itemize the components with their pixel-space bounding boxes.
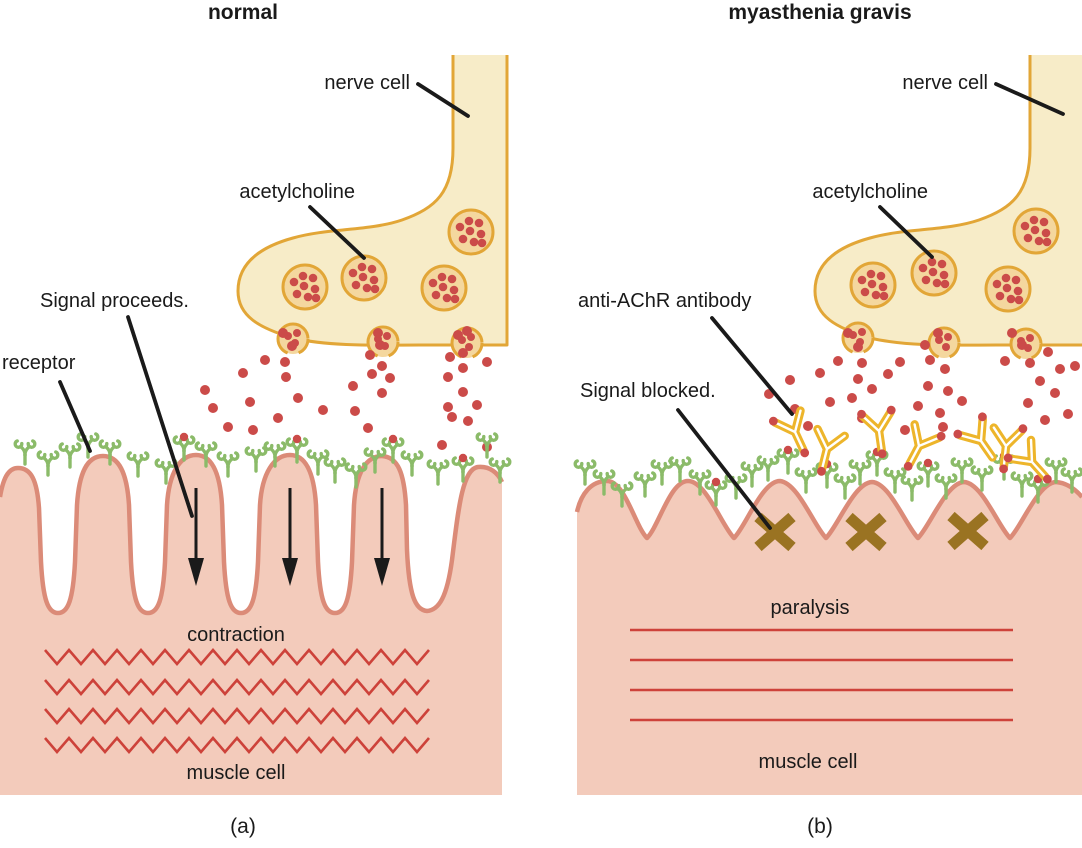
- receptor-pointer: [58, 380, 92, 453]
- signal-proceeds-pointer: [126, 315, 194, 518]
- acetylcholine-receptors: [15, 433, 510, 487]
- antibody-glyph: [1003, 435, 1061, 495]
- nerve-cell-outline: [236, 55, 509, 347]
- vesicle: [984, 265, 1032, 313]
- panel-myasthenia-gravis: myasthenia gravis nerve cell acetylcholi…: [575, 1, 1082, 838]
- label-signal-blocked: Signal blocked.: [580, 380, 716, 402]
- nerve-cell-outline: [813, 55, 1082, 347]
- panel-caption: (a): [230, 815, 256, 838]
- label-contraction: contraction: [187, 624, 285, 646]
- label-nerve-cell: nerve cell: [324, 72, 410, 94]
- panel-title: myasthenia gravis: [728, 1, 911, 24]
- muscle-membrane-outline: [0, 452, 505, 616]
- nerve-cell-pointer: [416, 82, 470, 118]
- panel-title: normal: [208, 1, 278, 24]
- vesicle: [1012, 207, 1060, 255]
- nerve-cell-pointer: [994, 82, 1065, 116]
- antibody-glyph: [857, 405, 902, 459]
- antibody-glyph: [953, 412, 1009, 469]
- vesicle: [340, 254, 388, 302]
- panel-caption: (b): [807, 815, 833, 838]
- label-anti-achr-antibody: anti-AChR antibody: [578, 290, 751, 312]
- acetylcholine-pointer: [308, 205, 366, 260]
- receptor-with-ligand: [383, 434, 403, 462]
- receptor-with-ligand: [918, 458, 938, 486]
- antibody-glyph: [894, 419, 946, 480]
- vesicle: [420, 264, 468, 312]
- vesicle: [447, 208, 495, 256]
- relaxed-myofibril-lines: [630, 628, 1013, 722]
- receptor-with-ligand: [453, 453, 473, 481]
- label-acetylcholine: acetylcholine: [239, 181, 355, 203]
- receptor-with-ligand: [174, 432, 194, 460]
- label-muscle-cell: muscle cell: [187, 762, 286, 784]
- muscle-cell-shape: [0, 455, 502, 795]
- label-muscle-cell: muscle cell: [759, 751, 858, 773]
- vesicle: [910, 249, 958, 297]
- label-signal-proceeds: Signal proceeds.: [40, 290, 189, 312]
- receptor-with-ligand: [706, 477, 726, 505]
- vesicle: [281, 263, 329, 311]
- label-nerve-cell: nerve cell: [902, 72, 988, 94]
- acetylcholine-molecules: [200, 326, 492, 452]
- acetylcholine-pointer: [878, 205, 934, 259]
- myofibril-zigzags: [44, 648, 430, 754]
- panel-normal: normal nerve cell acetylcholine Signal p…: [0, 1, 510, 838]
- signal-blocked-pointer: [676, 408, 772, 530]
- antibody-glyph: [807, 429, 845, 479]
- antibody-glyph: [768, 405, 820, 465]
- anti-achr-antibodies: [768, 405, 1061, 495]
- muscle-cell-shape: [577, 481, 1082, 795]
- muscle-membrane-outline: [574, 478, 1082, 541]
- label-receptor: receptor: [2, 352, 76, 374]
- label-paralysis: paralysis: [771, 597, 850, 619]
- receptor-with-ligand: [778, 445, 798, 473]
- receptor-with-ligand: [287, 434, 307, 462]
- vesicle: [849, 261, 897, 309]
- anti-achr-antibody-pointer: [710, 316, 794, 416]
- antibody-glyph: [989, 421, 1028, 474]
- acetylcholine-molecules: [764, 328, 1080, 435]
- label-acetylcholine: acetylcholine: [812, 181, 928, 203]
